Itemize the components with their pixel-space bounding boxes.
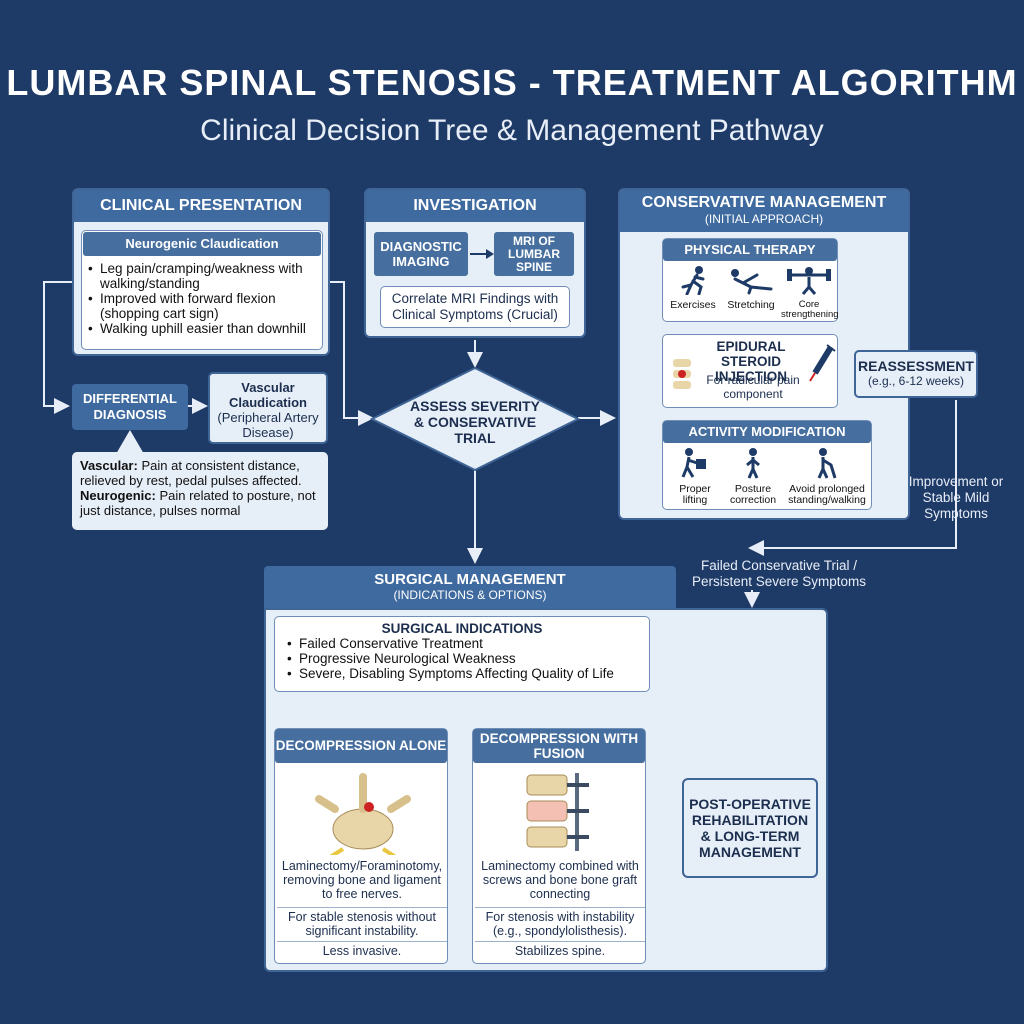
weightlifting-icon (787, 267, 831, 295)
surgical-indications-title: SURGICAL INDICATIONS (381, 621, 543, 636)
vascular-claudication-title: Vascular Claudication (228, 380, 307, 410)
correlate-label: Correlate MRI Findings with Clinical Sym… (391, 291, 559, 322)
arrow-icon (470, 249, 494, 259)
surgical-indications-box: SURGICAL INDICATIONS Failed Conservative… (274, 616, 650, 692)
physical-therapy-title: PHYSICAL THERAPY (663, 239, 837, 261)
surgical-header: SURGICAL MANAGEMENT (INDICATIONS & OPTIO… (264, 566, 676, 610)
vertebra-decompression-icon (315, 773, 411, 855)
decompression-alone-title: DECOMPRESSION ALONE (275, 729, 447, 763)
syringe-icon (809, 344, 836, 382)
assess-diamond (370, 366, 580, 472)
epidural-injection-box: EPIDURAL STEROID INJECTION For radicular… (662, 334, 838, 408)
page-title: LUMBAR SPINAL STENOSIS - TREATMENT ALGOR… (6, 62, 1018, 103)
pt-item-label: Stretching (727, 299, 775, 311)
conservative-subtitle: (INITIAL APPROACH) (704, 212, 824, 226)
differential-diagnosis-title: DIFFERENTIAL DIAGNOSIS (83, 391, 177, 422)
decompression-fusion-desc: Laminectomy combined with screws and bon… (481, 859, 639, 901)
decompression-alone-desc: Laminectomy/Foraminotomy, removing bone … (281, 859, 443, 901)
standing-icon (817, 448, 837, 479)
surgical-subtitle: (INDICATIONS & OPTIONS) (393, 588, 547, 602)
postop-box: POST-OPERATIVE REHABILITATION & LONG-TER… (682, 778, 818, 878)
clinical-presentation-panel: CLINICAL PRESENTATION Neurogenic Claudic… (72, 188, 330, 356)
decompression-alone-for: For stable stenosis without significant … (277, 907, 447, 938)
clinical-bullets: Leg pain/cramping/weakness with walking/… (82, 257, 322, 340)
postop-label: POST-OPERATIVE REHABILITATION & LONG-TER… (689, 796, 811, 860)
differential-note: Vascular: Pain at consistent distance, r… (72, 452, 328, 530)
note-neuro-label: Neurogenic: (80, 488, 156, 503)
callout-pointer (116, 430, 144, 454)
failed-trial-label: Failed Conservative Trial / Persistent S… (691, 558, 867, 589)
indication-item: Failed Conservative Treatment (287, 636, 637, 651)
pt-item-label: Core strengthening (781, 299, 839, 320)
pt-item-label: Exercises (670, 299, 716, 311)
epidural-injection-title: EPIDURAL STEROID INJECTION (714, 339, 787, 384)
running-icon (681, 266, 705, 296)
investigation-title: INVESTIGATION (366, 190, 584, 222)
stretching-icon (731, 269, 773, 295)
lifting-icon (681, 448, 706, 478)
reassessment-sub: (e.g., 6-12 weeks) (867, 374, 965, 388)
clinical-bullet: Improved with forward flexion (shopping … (88, 291, 316, 321)
clinical-bullet: Walking uphill easier than downhill (88, 321, 316, 336)
neurogenic-claudication-box: Neurogenic Claudication Leg pain/crampin… (81, 230, 323, 350)
am-item: Posture correction (723, 447, 783, 506)
reassessment-title: REASSESSMENT (858, 358, 974, 374)
am-item-label: Posture correction (729, 483, 777, 506)
am-item: Proper lifting (667, 447, 723, 506)
pt-item: Core strengthening (781, 265, 839, 320)
note-neurogenic: Neurogenic: Pain related to posture, not… (80, 488, 320, 518)
spinal-fusion-icon (526, 773, 589, 851)
am-item: Avoid prolonged standing/walking (783, 447, 871, 506)
conservative-header: CONSERVATIVE MANAGEMENT (INITIAL APPROAC… (620, 190, 908, 232)
correlate-box: Correlate MRI Findings with Clinical Sym… (380, 286, 570, 328)
activity-modification-box: ACTIVITY MODIFICATION Proper lifting Pos… (662, 420, 872, 510)
am-item-label: Proper lifting (679, 483, 711, 506)
decompression-alone-note: Less invasive. (277, 941, 447, 958)
vascular-claudication-box: Vascular Claudication (Peripheral Artery… (208, 372, 328, 444)
page-subtitle: Clinical Decision Tree & Management Path… (200, 114, 824, 147)
decompression-fusion-box: DECOMPRESSION WITH FUSION Laminectomy co… (472, 728, 646, 964)
differential-diagnosis-box: DIFFERENTIAL DIAGNOSIS (72, 384, 188, 430)
pt-item: Exercises (665, 265, 721, 311)
improvement-label: Improvement or Stable Mild Symptoms (908, 474, 1004, 521)
reassessment-box: REASSESSMENT (e.g., 6-12 weeks) (854, 350, 978, 398)
surgical-title: SURGICAL MANAGEMENT (374, 571, 566, 588)
note-vascular-text: Pain at consistent distance, relieved by… (80, 458, 302, 488)
note-neuro-text: Pain related to posture, not just distan… (80, 488, 316, 518)
investigation-panel: INVESTIGATION DIAGNOSTIC IMAGING MRI OF … (364, 188, 586, 338)
assess-label: ASSESS SEVERITY & CONSERVATIVE TRIAL (410, 398, 540, 446)
indication-item: Progressive Neurological Weakness (287, 651, 637, 666)
note-vascular-label: Vascular: (80, 458, 138, 473)
epidural-injection-desc: For radicular pain component (706, 373, 800, 401)
clinical-presentation-title: CLINICAL PRESENTATION (74, 190, 328, 222)
vertebra-icon (673, 359, 691, 389)
decompression-fusion-title: DECOMPRESSION WITH FUSION (473, 729, 645, 763)
clinical-bullet: Leg pain/cramping/weakness with walking/… (88, 261, 316, 291)
pt-item: Stretching (721, 265, 781, 311)
surgical-indications-list: Failed Conservative Treatment Progressiv… (287, 636, 637, 681)
note-vascular: Vascular: Pain at consistent distance, r… (80, 458, 320, 488)
mri-lumbar-box: MRI OF LUMBAR SPINE (494, 232, 574, 276)
indication-item: Severe, Disabling Symptoms Affecting Qua… (287, 666, 637, 681)
diagnostic-imaging-box: DIAGNOSTIC IMAGING (374, 232, 468, 276)
decompression-fusion-for: For stenosis with instability (e.g., spo… (475, 907, 645, 938)
am-item-label: Avoid prolonged standing/walking (788, 483, 866, 506)
conservative-title: CONSERVATIVE MANAGEMENT (641, 194, 887, 211)
activity-modification-title: ACTIVITY MODIFICATION (663, 421, 871, 443)
neurogenic-claudication-title: Neurogenic Claudication (83, 232, 321, 256)
mri-lumbar-label: MRI OF LUMBAR SPINE (508, 233, 560, 274)
decompression-alone-box: DECOMPRESSION ALONE Laminectomy/Foramino… (274, 728, 448, 964)
physical-therapy-box: PHYSICAL THERAPY Exercises Stretching Co… (662, 238, 839, 322)
vascular-claudication-sub: (Peripheral Artery Disease) (217, 410, 319, 440)
diagnostic-imaging-label: DIAGNOSTIC IMAGING (380, 239, 462, 269)
decompression-fusion-note: Stabilizes spine. (475, 941, 645, 958)
posture-icon (746, 448, 760, 479)
